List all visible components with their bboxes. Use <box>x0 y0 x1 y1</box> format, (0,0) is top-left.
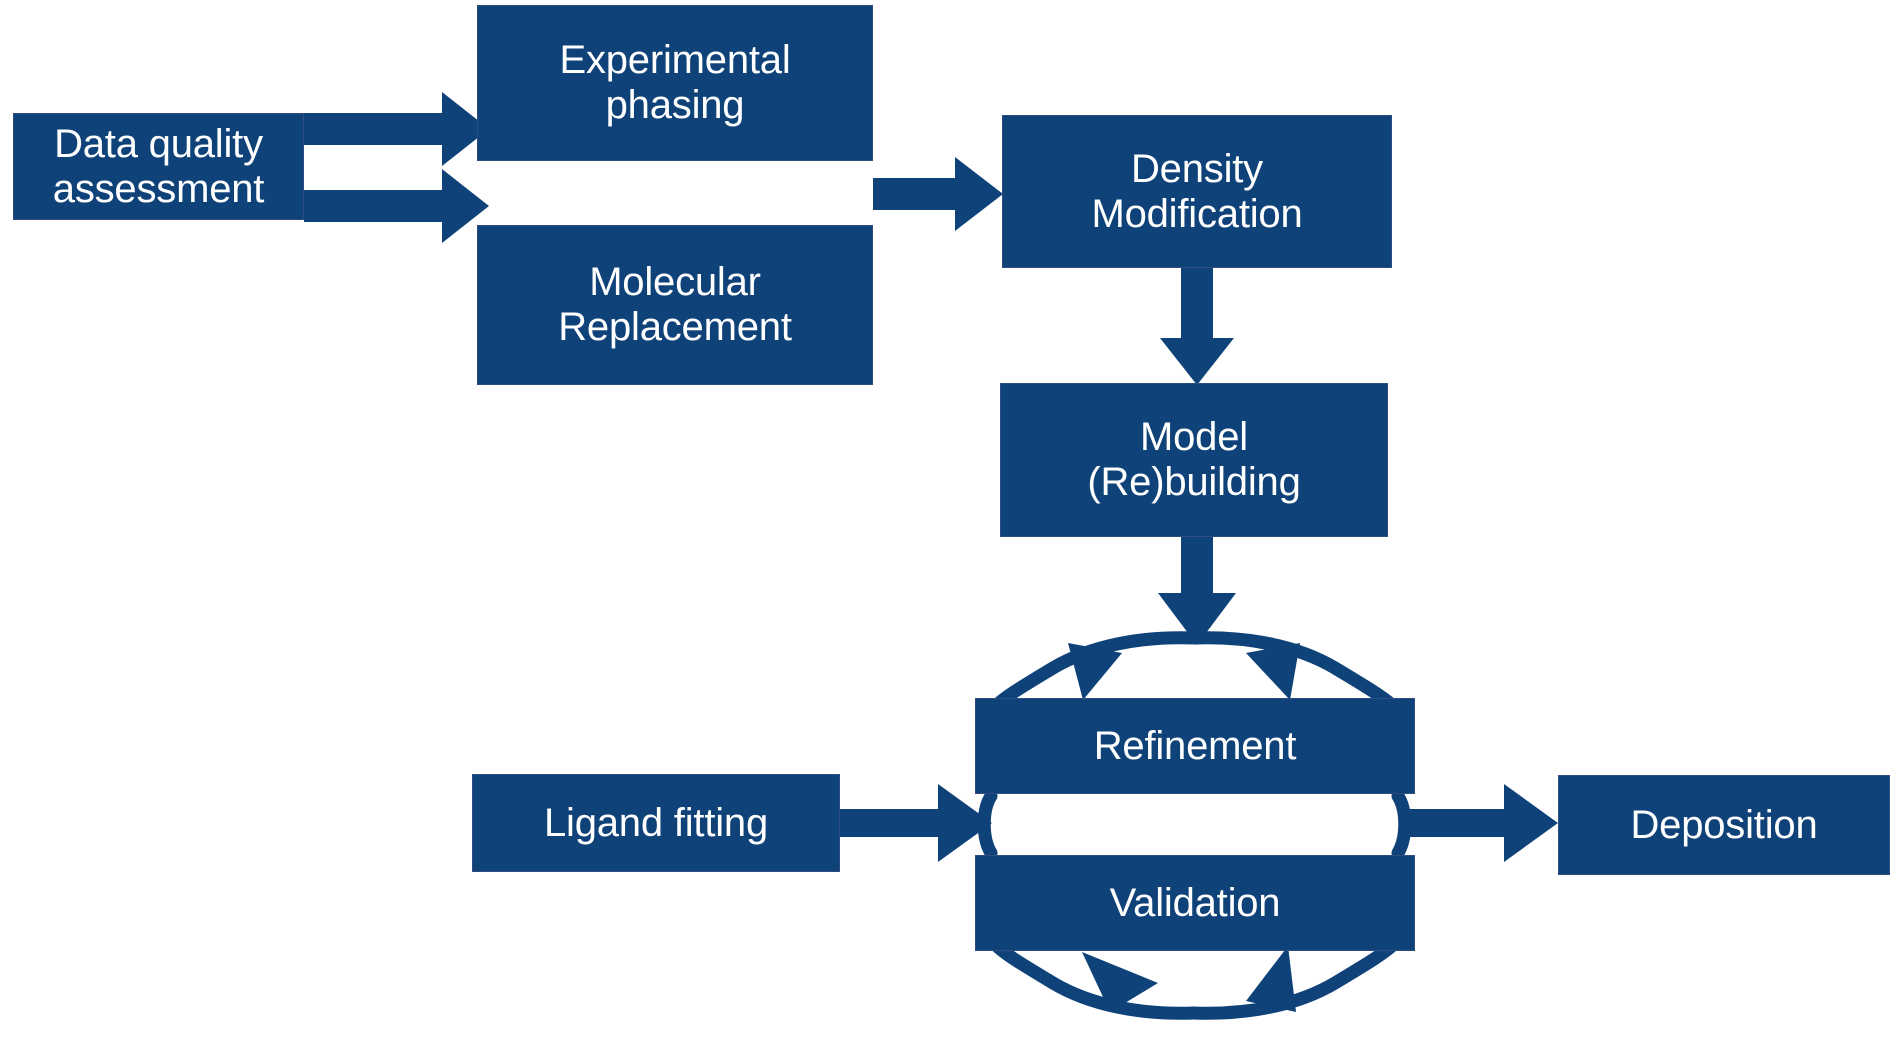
node-experimental-phasing[interactable]: Experimental phasing <box>477 5 873 161</box>
arrow-ligand-fitting-to-cycle <box>840 784 992 862</box>
node-model-rebuilding[interactable]: Model (Re)building <box>1000 383 1388 537</box>
arrow-model-rebuilding-to-cycle <box>1158 537 1236 645</box>
arrow-cycle-to-deposition <box>1406 784 1558 862</box>
cycle-arc-right-side <box>1391 789 1412 860</box>
node-molecular-replacement[interactable]: Molecular Replacement <box>477 225 873 385</box>
node-density-modification[interactable]: Density Modification <box>1002 115 1392 268</box>
cycle-arc-left-side <box>977 789 998 860</box>
node-label-ligand-fitting: Ligand fitting <box>543 800 769 845</box>
cycle-arc-bottom-right <box>1187 937 1401 1020</box>
node-label-density-modification: Density Modification <box>1091 146 1303 236</box>
node-label-deposition: Deposition <box>1630 802 1818 847</box>
cycle-arc-bottom-left <box>988 937 1201 1020</box>
node-refinement[interactable]: Refinement <box>975 698 1415 794</box>
node-data-quality-assessment[interactable]: Data quality assessment <box>13 113 304 220</box>
node-label-refinement: Refinement <box>1093 723 1297 768</box>
node-label-molecular-replacement: Molecular Replacement <box>558 260 792 349</box>
cycle-arc-top-right <box>1187 631 1401 714</box>
node-label-validation: Validation <box>1109 880 1281 925</box>
node-deposition[interactable]: Deposition <box>1558 775 1890 875</box>
arrow-dqa-to-experimental-phasing <box>304 92 489 166</box>
node-ligand-fitting[interactable]: Ligand fitting <box>472 774 840 872</box>
arrow-dqa-to-molecular-replacement <box>304 169 489 243</box>
arrow-phasing-to-density-modification <box>873 157 1003 231</box>
node-label-data-quality-assessment: Data quality assessment <box>52 121 265 211</box>
node-label-model-rebuilding: Model (Re)building <box>1087 415 1301 504</box>
node-label-experimental-phasing: Experimental phasing <box>559 38 791 127</box>
arrow-density-modification-to-model-rebuilding <box>1160 268 1234 385</box>
cycle-arc-top-left <box>988 631 1201 714</box>
node-validation[interactable]: Validation <box>975 855 1415 951</box>
